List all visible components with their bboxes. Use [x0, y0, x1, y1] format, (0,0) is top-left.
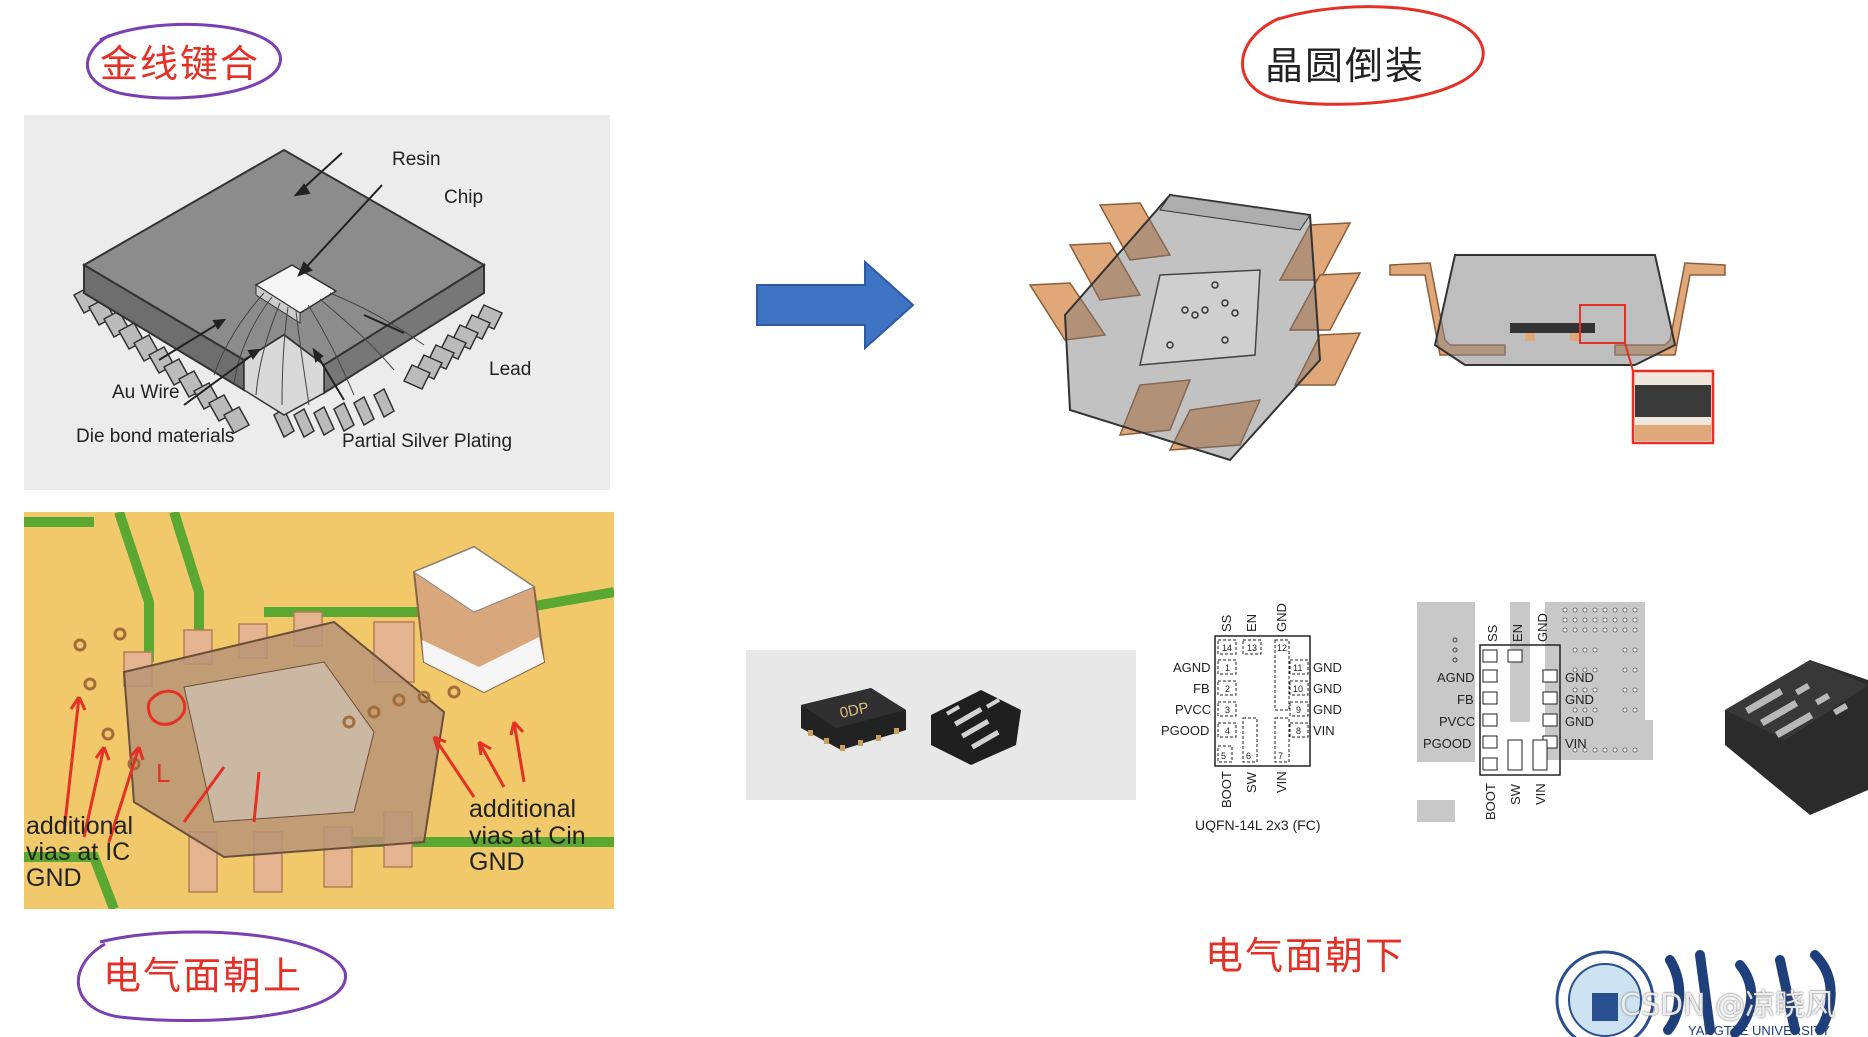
chip-label: Chip	[444, 187, 483, 208]
wire-bond-circle	[85, 22, 282, 100]
pin-left-pvcc: PVCC	[1175, 702, 1211, 717]
left-note-line-2: vias at IC	[26, 838, 130, 866]
pin-num-9: 9	[1296, 705, 1301, 715]
right-note-line-1: additional	[469, 795, 576, 823]
pcb-diagram-panel: L additional vias at IC GND additional v…	[24, 512, 614, 909]
pin-bottom-boot: BOOT	[1219, 771, 1234, 808]
layout-top-gnd: GND	[1535, 613, 1550, 642]
layout-left-agnd: AGND	[1437, 670, 1475, 685]
pin-num-14: 14	[1222, 643, 1232, 653]
pin-right-vin: VIN	[1313, 723, 1335, 738]
layout-right-vin: VIN	[1565, 736, 1587, 751]
university-english: YANGTZE UNIVERSITY	[1688, 1023, 1830, 1037]
left-note-line-3: GND	[26, 864, 82, 892]
layout-bottom-boot: BOOT	[1483, 783, 1498, 820]
layout-right-gnd-3: GND	[1565, 714, 1594, 729]
pin-num-13: 13	[1247, 643, 1257, 653]
layout-top-en: EN	[1510, 624, 1525, 642]
pin-top-en: EN	[1244, 614, 1259, 632]
pinout-caption: UQFN-14L 2x3 (FC)	[1195, 817, 1321, 833]
pin-left-pgood: PGOOD	[1161, 723, 1209, 738]
pinout-diagram: 14 13 12 1 2 3 4 11 10 9 8 5 6 7 SS EN G…	[1161, 603, 1342, 833]
pin-num-11: 11	[1293, 663, 1302, 673]
chip-3d-render	[1725, 660, 1868, 815]
pin-bottom-sw: SW	[1244, 771, 1259, 793]
pin-left-fb: FB	[1193, 681, 1210, 696]
layout-right-gnd-1: GND	[1565, 670, 1594, 685]
watermark: CSDN @凉晓风	[1620, 988, 1836, 1023]
pin-num-12: 12	[1277, 643, 1287, 653]
face-up-circle	[76, 930, 347, 1023]
pin-left-agnd: AGND	[1173, 660, 1211, 675]
pin-num-4: 4	[1225, 726, 1230, 736]
pin-num-3: 3	[1225, 705, 1230, 715]
qfp-diagram-panel: Resin Chip Lead Au Wire Die bond materia…	[24, 115, 610, 490]
layout-top-ss: SS	[1485, 624, 1500, 642]
right-note-line-2: vias at Cin	[469, 822, 586, 850]
pin-top-gnd: GND	[1274, 603, 1289, 632]
au-wire-label: Au Wire	[112, 382, 180, 403]
right-note-line-3: GND	[469, 848, 525, 876]
chip-photo: 0DP	[801, 688, 1021, 765]
pin-right-gnd-1: GND	[1313, 660, 1342, 675]
layout-left-pgood: PGOOD	[1423, 736, 1471, 751]
face-down-label: 电气面朝下	[1205, 934, 1406, 978]
pin-num-8: 8	[1296, 726, 1301, 736]
layout-left-pvcc: PVCC	[1439, 714, 1475, 729]
pin-num-10: 10	[1293, 684, 1303, 694]
flip-chip-label: 晶圆倒装	[1265, 44, 1426, 88]
die-bond-label: Die bond materials	[76, 426, 234, 447]
flip-chip-cross-section	[1389, 254, 1726, 445]
flip-chip-3d-drawing	[1028, 193, 1362, 462]
left-note-line-1: additional	[26, 812, 133, 840]
chip-photo-panel: 0DP	[746, 650, 1136, 800]
wire-bond-label: 金线键合	[100, 42, 261, 86]
pin-num-1: 1	[1225, 663, 1230, 673]
pin-num-2: 2	[1225, 684, 1230, 694]
pin-right-gnd-2: GND	[1313, 681, 1342, 696]
layout-left-fb: FB	[1457, 692, 1474, 707]
pin-num-5: 5	[1221, 751, 1226, 761]
pin-num-6: 6	[1246, 751, 1251, 761]
pcb-layout-drawing: L additional vias at IC GND additional v…	[24, 512, 614, 909]
layout-bottom-sw: SW	[1508, 783, 1523, 805]
pcb-land-pattern: SS EN GND AGND FB PVCC PGOOD GND GND GND…	[1417, 602, 1653, 822]
face-up-label: 电气面朝上	[103, 954, 304, 998]
university-logo: YANGTZE UNIVERSITY	[1555, 950, 1836, 1037]
loop-inductance-label: L	[156, 758, 170, 788]
transition-arrow-icon	[756, 260, 915, 350]
flip-chip-circle	[1241, 5, 1485, 106]
layout-bottom-vin: VIN	[1533, 783, 1548, 805]
layout-right-gnd-2: GND	[1565, 692, 1594, 707]
lead-label: Lead	[489, 359, 531, 380]
pin-num-7: 7	[1278, 751, 1283, 761]
pin-top-ss: SS	[1219, 614, 1234, 632]
resin-label: Resin	[392, 149, 441, 170]
chip-marking: 0DP	[838, 699, 870, 722]
pin-bottom-vin: VIN	[1274, 771, 1289, 793]
silver-plating-label: Partial Silver Plating	[342, 431, 512, 452]
pin-right-gnd-3: GND	[1313, 702, 1342, 717]
qfp-package-drawing: Resin Chip Lead Au Wire Die bond materia…	[72, 148, 531, 452]
